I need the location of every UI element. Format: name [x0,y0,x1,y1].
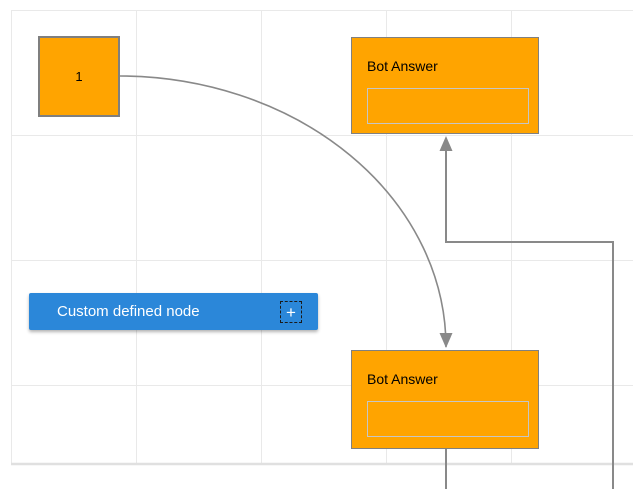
plus-icon: + [286,302,296,322]
bot-answer-title: Bot Answer [367,58,438,74]
node-start-label: 1 [75,69,83,84]
node-bot-answer-bottom[interactable]: Bot Answer [351,350,539,449]
node-custom-defined[interactable]: Custom defined node + [29,293,318,330]
node-bot-answer-top[interactable]: Bot Answer [351,37,539,134]
bot-answer-text-box[interactable] [367,401,529,437]
node-start[interactable]: 1 [38,36,120,117]
connector-orthogonal[interactable] [439,136,614,489]
custom-node-label: Custom defined node [57,303,200,320]
bot-answer-title: Bot Answer [367,371,438,387]
arrowhead-down-icon [439,333,453,348]
connector-curved[interactable] [118,75,453,348]
add-port-button[interactable]: + [280,301,302,323]
bot-answer-text-box[interactable] [367,88,529,124]
arrowhead-up-icon [439,136,453,151]
